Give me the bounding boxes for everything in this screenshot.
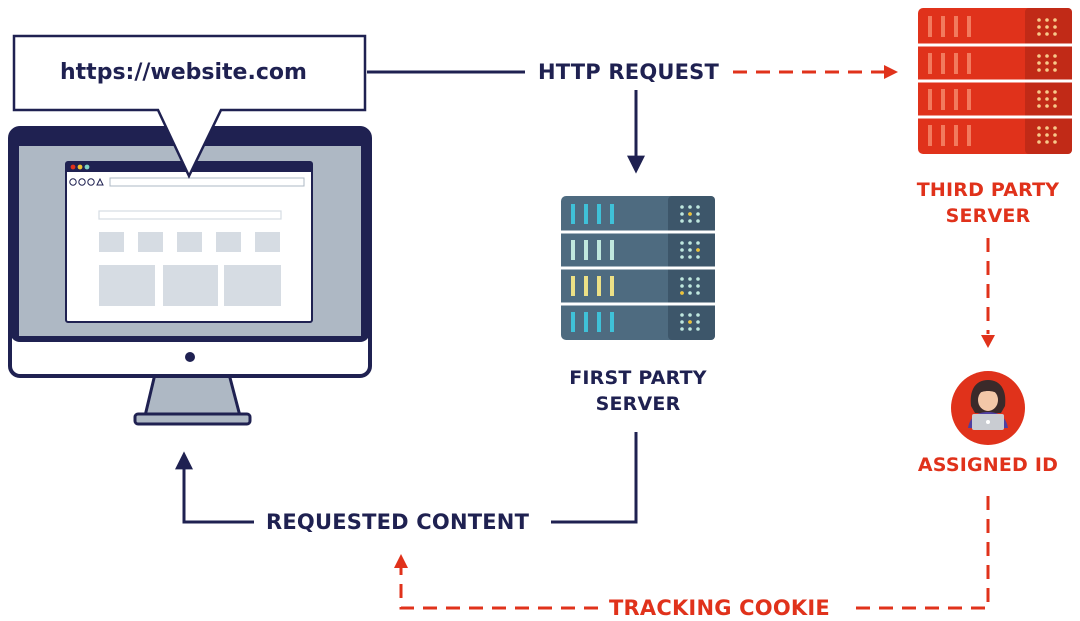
first-party-server-label: FIRST PARTY SERVER bbox=[538, 366, 738, 417]
first-party-line2: SERVER bbox=[595, 392, 681, 415]
tracking-cookie-label: TRACKING COOKIE bbox=[609, 596, 830, 620]
requested-content-label: REQUESTED CONTENT bbox=[266, 510, 530, 534]
user-avatar-icon bbox=[951, 371, 1025, 445]
first-party-line1: FIRST PARTY bbox=[569, 367, 707, 389]
third-party-server-icon bbox=[918, 8, 1072, 154]
requested-content-return-line bbox=[551, 432, 638, 524]
third-party-line1: THIRD PARTY bbox=[916, 179, 1060, 201]
assigned-id-label: ASSIGNED ID bbox=[917, 454, 1059, 476]
url-text: https://website.com bbox=[60, 60, 307, 85]
third-party-line2: SERVER bbox=[945, 204, 1031, 227]
url-speech-bubble bbox=[12, 34, 367, 179]
third-party-server-label: THIRD PARTY SERVER bbox=[896, 178, 1080, 229]
requested-content-arrow bbox=[175, 451, 254, 524]
desktop-monitor-icon bbox=[8, 126, 372, 426]
http-request-to-third-party-arrow bbox=[733, 65, 898, 79]
tracking-cookie-path bbox=[394, 496, 990, 610]
third-party-to-id-arrow bbox=[981, 238, 995, 348]
http-request-label: HTTP REQUEST bbox=[538, 60, 720, 84]
first-party-server-icon bbox=[561, 196, 715, 340]
